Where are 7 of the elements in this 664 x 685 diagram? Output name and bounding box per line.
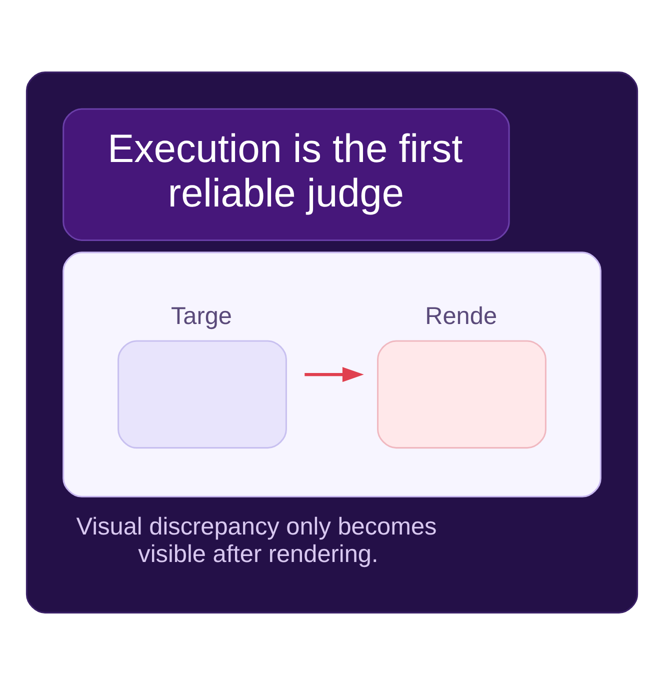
label: Visual discrepancy only becomes visible after rendering. <box>76 514 437 568</box>
cluster <box>62 252 602 498</box>
arrow <box>304 367 364 382</box>
node-label: Targe <box>170 302 232 330</box>
node-box: Execution is the first reliable judge <box>62 108 510 241</box>
cluster <box>26 72 638 614</box>
node-label: Rende <box>425 302 498 330</box>
